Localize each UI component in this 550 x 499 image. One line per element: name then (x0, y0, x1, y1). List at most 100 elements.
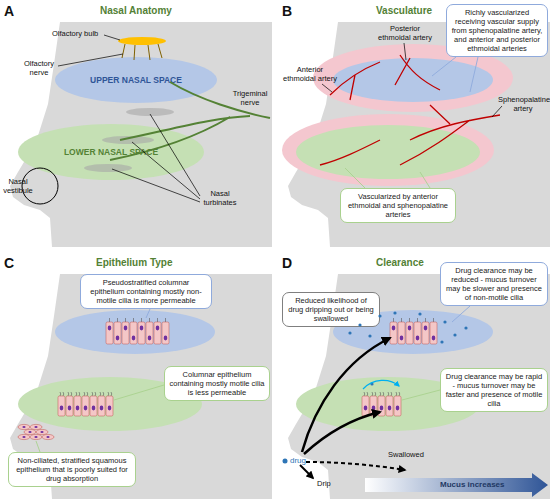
epithelial-cell (146, 318, 153, 344)
region-ellipse-shape (18, 124, 204, 180)
swallowed-arrow (306, 462, 405, 470)
drug-dot (283, 459, 288, 464)
epithelial-cell (106, 392, 113, 416)
turbinate (84, 164, 132, 172)
lower-space-ellipse (296, 125, 480, 179)
drip-arrow (300, 465, 313, 478)
epithelial-cell (370, 392, 377, 416)
epithelial-cell (122, 318, 129, 344)
epithelial-cell (130, 318, 137, 344)
drug-path-arrow (302, 338, 390, 452)
drug-path-arrow (304, 412, 380, 454)
leader-line (114, 385, 164, 400)
part-label: Nasal vestibule (0, 178, 36, 195)
box-text: Pseudostratified columnar epithelium con… (85, 278, 207, 305)
panel-title: Vasculature (376, 5, 432, 17)
panel-letter: D (282, 255, 292, 271)
drug-particle (443, 320, 446, 323)
artery-label: Sphenopalatine artery (498, 96, 548, 113)
drug-particle (348, 331, 351, 334)
drug-particle (464, 326, 467, 329)
epithelial-cell (422, 318, 429, 344)
box-text: Reduced likelihood of drug dripping out … (287, 296, 375, 323)
box-text: Non-ciliated, stratified squamous epithe… (13, 456, 131, 483)
head-silhouette (10, 22, 272, 247)
epithelial-cell (30, 434, 42, 439)
vascular-halo (282, 114, 494, 186)
epithelial-cell (42, 434, 54, 439)
epithelial-cell (390, 318, 397, 344)
callout-box: Drug clearance may be reduced - mucus tu… (440, 262, 548, 306)
box-text: Drug clearance may be rapid - mucus turn… (445, 372, 543, 408)
box-text: Vascularized by anterior ethmoidal and s… (345, 192, 451, 219)
olfactory-fibres (122, 44, 162, 60)
leader-line (146, 309, 150, 318)
arrow-label: Mucus increases (440, 480, 504, 489)
turbinate (126, 108, 174, 116)
epithelial-cell (386, 392, 393, 416)
artery (320, 55, 500, 165)
callout-box: Columnar epithelium containing mostly mo… (164, 366, 270, 401)
drug-particle (440, 340, 443, 343)
epithelial-cell (58, 392, 65, 416)
panel-title: Nasal Anatomy (100, 5, 172, 17)
clearance-arrow (363, 380, 399, 389)
callout-box: Richly vascularized receiving vascular s… (446, 4, 548, 57)
epithelial-cell (24, 429, 36, 434)
legend-label: drug (290, 456, 306, 465)
leader-line (322, 84, 332, 92)
turbinate (102, 136, 154, 144)
epithelial-cell (398, 318, 405, 344)
leader-line (112, 114, 200, 202)
region-name: LOWER NASAL SPACE (64, 147, 158, 157)
artery-label: Posterior ethmoidal artery (374, 25, 436, 42)
drug-particle (358, 323, 361, 326)
leader-line (36, 441, 40, 452)
mucus-gradient-arrow (365, 473, 548, 497)
arrow-label: Swallowed (388, 451, 424, 460)
epithelial-cell (362, 392, 369, 416)
arrow-label: Drip (317, 480, 331, 489)
head-silhouette (10, 274, 272, 499)
epithelial-cell (162, 318, 169, 344)
region-ellipse-shape (55, 57, 217, 103)
leader-line (452, 306, 470, 322)
upper-space-ellipse (333, 58, 493, 102)
epithelial-cell (66, 392, 73, 416)
epithelial-cell (36, 429, 48, 434)
epithelial-cell (82, 392, 89, 416)
olfactory-bulb (118, 37, 166, 45)
drug-particle (370, 382, 373, 385)
head-silhouette (288, 274, 550, 499)
epithelial-cell (106, 318, 113, 344)
panel-letter: B (282, 3, 292, 19)
drug-particle (378, 314, 381, 317)
artery-label: Anterior ethmoidal artery (282, 66, 338, 83)
epithelial-cell (74, 392, 81, 416)
region-ellipse: LOWER NASAL SPACE (18, 124, 204, 180)
drug-particle (418, 312, 421, 315)
box-text: Columnar epithelium containing mostly mo… (169, 370, 265, 397)
drug-particle (453, 333, 456, 336)
epithelial-cell (154, 318, 161, 344)
panel-title: Epithelium Type (96, 257, 173, 269)
epithelial-cell (406, 318, 413, 344)
box-text: Drug clearance may be reduced - mucus tu… (445, 266, 543, 302)
panel-letter: A (4, 3, 14, 19)
leader-line (492, 106, 502, 117)
part-label: Trigeminal nerve (228, 90, 272, 107)
upper-space-ellipse (55, 310, 215, 354)
region-ellipse: UPPER NASAL SPACE (55, 57, 217, 103)
box-text: Richly vascularized receiving vascular s… (451, 8, 543, 53)
epithelial-cell (378, 392, 385, 416)
epithelial-cell (18, 424, 30, 429)
part-label: Olfactory bulb (52, 30, 98, 39)
leader-line (345, 168, 430, 188)
drug-particle (393, 311, 396, 314)
callout-box: Non-ciliated, stratified squamous epithe… (8, 452, 136, 487)
region-name: UPPER NASAL SPACE (90, 75, 182, 85)
